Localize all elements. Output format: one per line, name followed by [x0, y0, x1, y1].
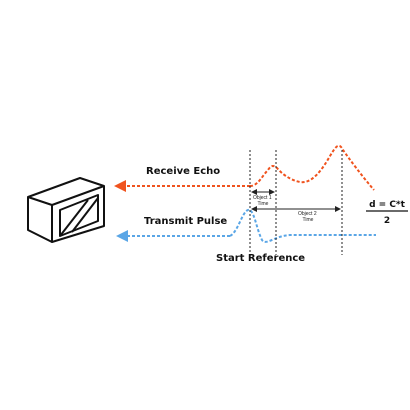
receive-echo-label: Receive Echo [146, 166, 220, 177]
ultrasonic-sensor-icon [27, 177, 105, 243]
object1-time-marker: Object 1 Time [251, 189, 275, 207]
object1-time-label: Object 1 Time [253, 195, 273, 207]
reference-lines [249, 150, 343, 255]
receive-echo-line [114, 180, 250, 192]
object2-time-label: Object 2 Time [298, 211, 318, 223]
triangle-left-icon [116, 230, 128, 242]
formula-denominator: 2 [384, 216, 390, 226]
transmit-pulse-wave [229, 209, 376, 243]
distance-formula: d = C*t 2 [366, 200, 408, 226]
start-reference-label: Start Reference [216, 253, 305, 264]
object2-time-marker: Object 2 Time [251, 206, 341, 223]
transmit-pulse-line [116, 230, 230, 242]
receive-echo-wave [249, 144, 375, 191]
transmit-pulse-label: Transmit Pulse [144, 216, 227, 227]
arrow-left-icon [114, 180, 126, 192]
formula-numerator: d = C*t [369, 200, 406, 210]
